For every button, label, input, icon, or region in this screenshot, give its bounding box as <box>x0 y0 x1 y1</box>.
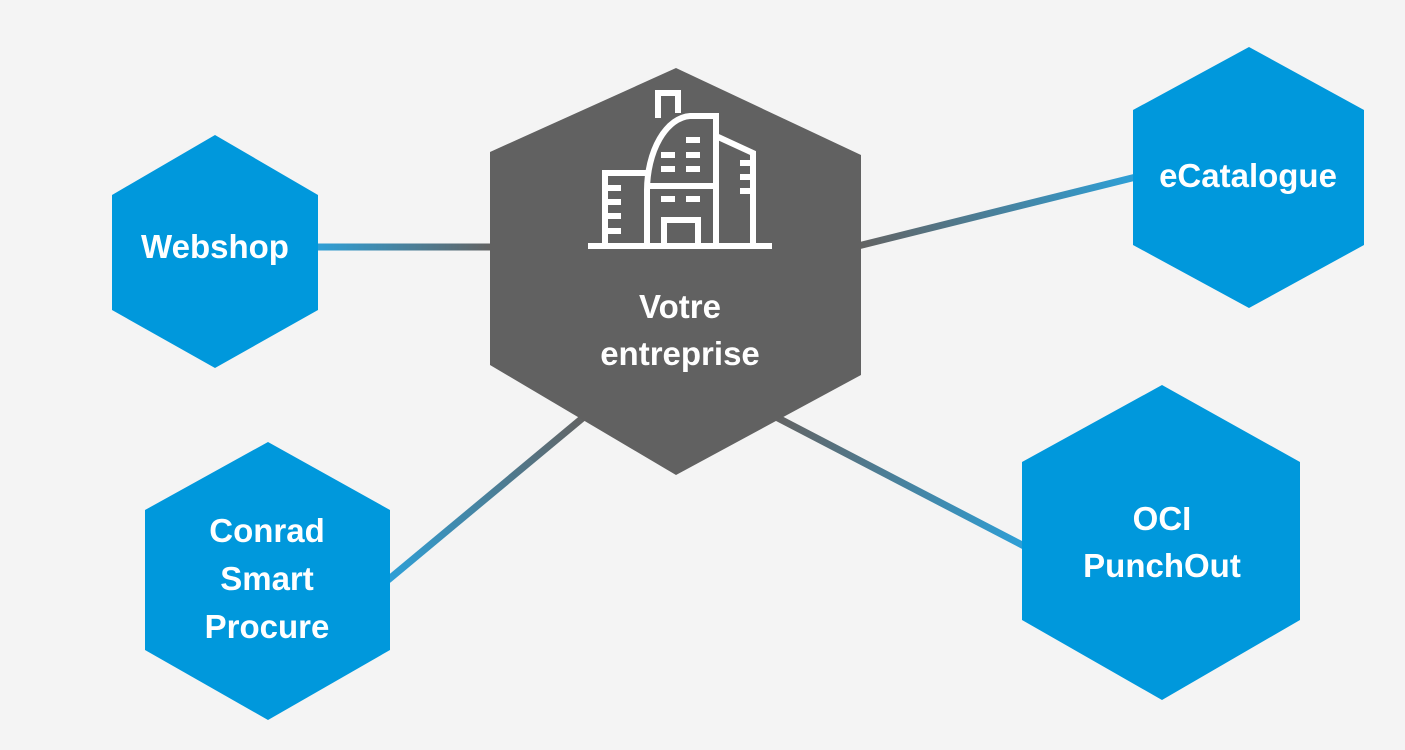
node-webshop[interactable]: Webshop <box>112 135 318 368</box>
svg-text:Webshop: Webshop <box>141 228 289 265</box>
connector-oci <box>774 413 1026 550</box>
node-label: Procure <box>205 608 330 645</box>
node-label: Conrad <box>209 512 325 549</box>
node-label: Webshop <box>141 228 289 265</box>
node-oci-punchout[interactable]: OCI PunchOut <box>1022 385 1300 700</box>
svg-text:eCatalogue: eCatalogue <box>1159 157 1337 194</box>
building-icon <box>588 90 772 249</box>
svg-text:PunchOut: PunchOut <box>1083 547 1241 584</box>
svg-text:entreprise: entreprise <box>600 335 760 372</box>
node-label: eCatalogue <box>1159 157 1337 194</box>
svg-text:Votre: Votre <box>639 288 721 325</box>
connector-ecatalogue <box>857 173 1137 250</box>
svg-text:Procure: Procure <box>205 608 330 645</box>
node-label: PunchOut <box>1083 547 1241 584</box>
svg-text:Smart: Smart <box>220 560 314 597</box>
node-label: Smart <box>220 560 314 597</box>
center-label-line2: entreprise <box>600 335 760 372</box>
center-label-line1: Votre <box>639 288 721 325</box>
node-ecatalogue[interactable]: eCatalogue <box>1133 47 1364 308</box>
svg-text:OCI: OCI <box>1133 500 1192 537</box>
svg-text:Conrad: Conrad <box>209 512 325 549</box>
building-windows <box>608 137 752 234</box>
center-node: Votre entreprise <box>490 68 861 475</box>
connector-conrad <box>385 413 588 583</box>
node-conrad-smart-procure[interactable]: Conrad Smart Procure <box>145 442 390 720</box>
node-label: OCI <box>1133 500 1192 537</box>
